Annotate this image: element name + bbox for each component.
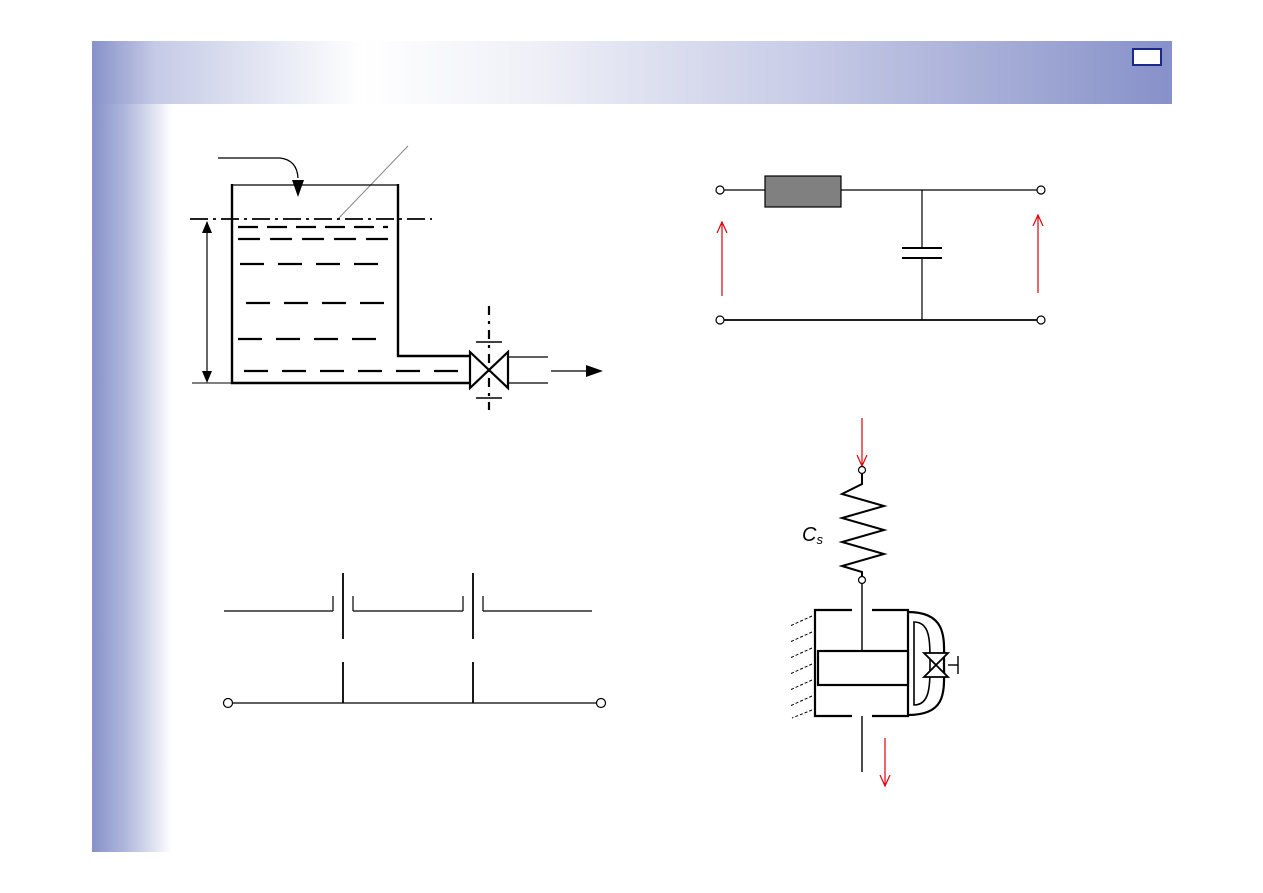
input-terminal-bottom	[715, 315, 725, 325]
liquid-dashes	[238, 225, 460, 373]
outflow-arrowhead	[586, 365, 603, 377]
spring-top-node	[857, 465, 867, 475]
spring-damper	[789, 465, 959, 772]
inflow-arrow	[218, 157, 299, 179]
header-gradient-band	[92, 41, 1172, 104]
spring-coil	[838, 474, 888, 576]
tank-diagram	[190, 145, 603, 410]
ground-hatching	[789, 615, 813, 719]
outlet-valve	[468, 306, 510, 410]
spring-bottom-node	[857, 575, 867, 585]
rc-circuit	[715, 175, 1046, 325]
output-terminal-bottom	[1036, 315, 1046, 325]
inflow-arrowhead	[292, 180, 304, 197]
resistor	[764, 175, 842, 208]
bypass-loop	[907, 610, 946, 717]
spring-constant-label: Cs	[802, 524, 823, 547]
height-arrow-bottom	[202, 371, 212, 383]
network-terminal-left	[222, 697, 234, 709]
height-arrow-top	[202, 221, 212, 233]
left-gradient-band	[92, 41, 172, 852]
slide	[92, 41, 1172, 852]
input-terminal-top	[715, 185, 725, 195]
page-number-box	[1132, 48, 1162, 66]
tank-wall	[230, 184, 470, 385]
network-terminal-right	[595, 697, 607, 709]
damper-cylinder	[813, 608, 852, 718]
tank-wall-right	[396, 184, 470, 358]
damper-piston	[816, 649, 910, 687]
bypass-valve	[921, 652, 951, 678]
capacitor-network	[222, 573, 607, 709]
output-terminal-top	[1036, 185, 1046, 195]
surface-pointer-line	[336, 145, 409, 221]
